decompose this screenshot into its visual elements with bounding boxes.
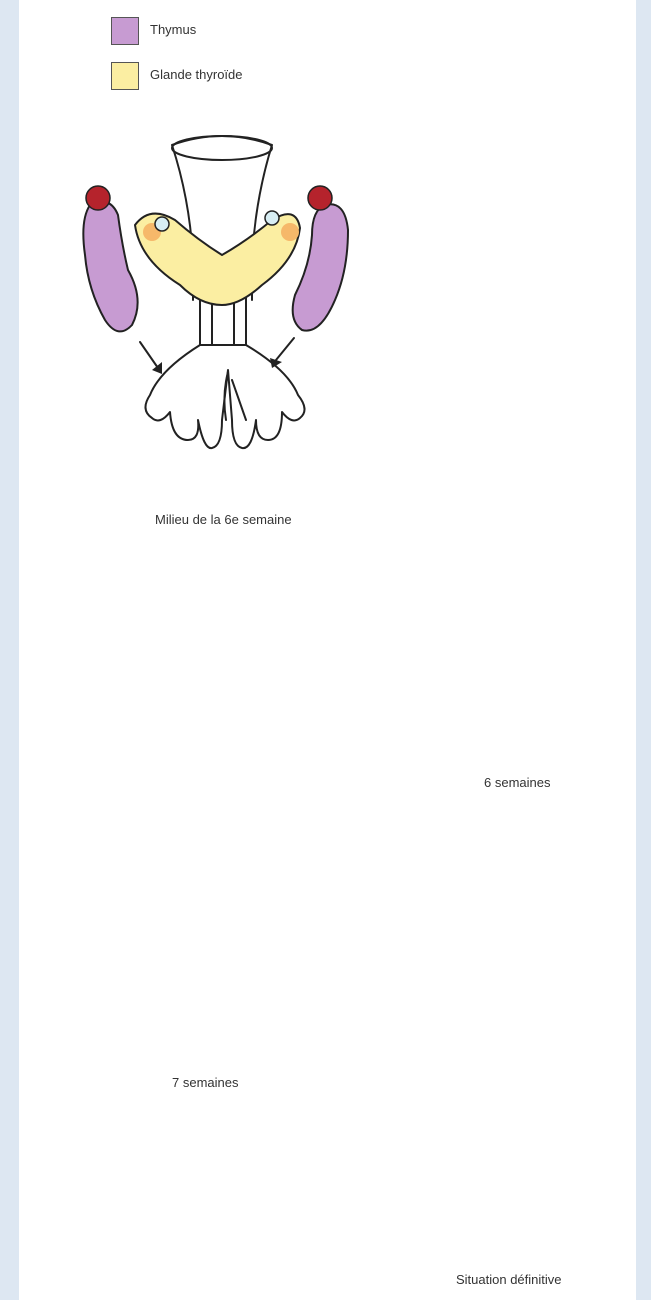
stage1-pharynx-rim <box>172 136 272 160</box>
stage1-figure <box>83 136 348 448</box>
stage1-thymus-left <box>83 202 137 332</box>
stage2-caption: 6 semaines <box>484 775 550 790</box>
stage3-caption: 7 semaines <box>172 1075 238 1090</box>
stage1-caption: Milieu de la 6e semaine <box>155 512 292 527</box>
stage4-caption: Situation définitive <box>456 1272 562 1287</box>
stage1-parathyroid-red-right <box>308 186 332 210</box>
stage1-parathyroid-blue-right <box>265 211 279 225</box>
stage1-thymus-right <box>293 204 348 330</box>
stage1-parathyroid-blue-left <box>155 217 169 231</box>
stage1-parathyroid-red-left <box>86 186 110 210</box>
